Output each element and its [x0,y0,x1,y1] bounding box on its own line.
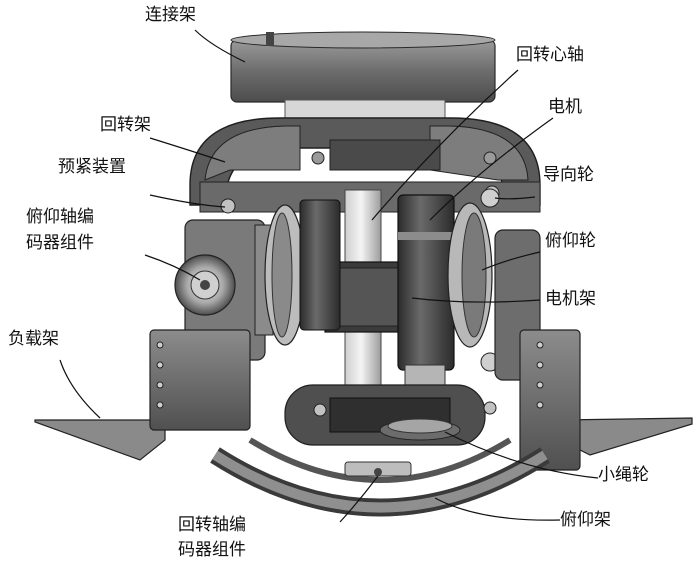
leader-fuyangjia [434,497,561,521]
label-connector-frame: 连接架 [145,5,196,25]
label-preload-device: 预紧装置 [58,157,126,177]
leader-dianji [429,117,554,221]
label-motor-frame: 电机架 [545,289,596,309]
pitch-frame [210,384,550,517]
label-small-pulley: 小绳轮 [598,465,649,485]
leader-fuyang-encoder [144,254,201,281]
leader-dianjijia [411,297,541,303]
leader-xiaoshenglun [444,431,599,479]
slewing-encoder-assembly [344,461,412,477]
label-slewing-encoder-2: 码器组件 [178,540,246,560]
label-slewing-shaft: 回转心轴 [516,45,584,65]
leader-huizhuanjia [149,137,226,163]
pitch-encoder-assembly [174,219,274,361]
leader-yujinzhuangzhi [149,194,226,208]
left-pitch-wheel [264,204,306,346]
leader-fuyanglun [481,251,541,271]
label-pitch-encoder-2: 码器组件 [26,233,94,253]
label-pitch-encoder-1: 俯仰轴编 [26,207,94,227]
small-pulley [379,418,461,441]
label-slewing-frame: 回转架 [100,115,151,135]
label-pitch-wheel: 俯仰轮 [545,231,596,251]
leader-huizhuanxinzhou [371,69,519,221]
label-motor: 电机 [548,97,582,117]
leader-lianjiejia [194,29,246,63]
label-pitch-frame: 俯仰架 [560,510,611,530]
label-load-frame: 负载架 [8,329,59,349]
right-pitch-wheel [447,188,500,372]
leader-daoxianglun [494,196,536,200]
connector-disk [230,31,496,119]
label-slewing-encoder-1: 回转轴编 [178,515,246,535]
label-guide-wheel: 导向轮 [543,165,594,185]
leader-fuzaijia [59,359,101,419]
leader-huizhuan-encoder [339,475,379,523]
leader-lines [59,29,599,523]
load-frame [34,329,693,471]
